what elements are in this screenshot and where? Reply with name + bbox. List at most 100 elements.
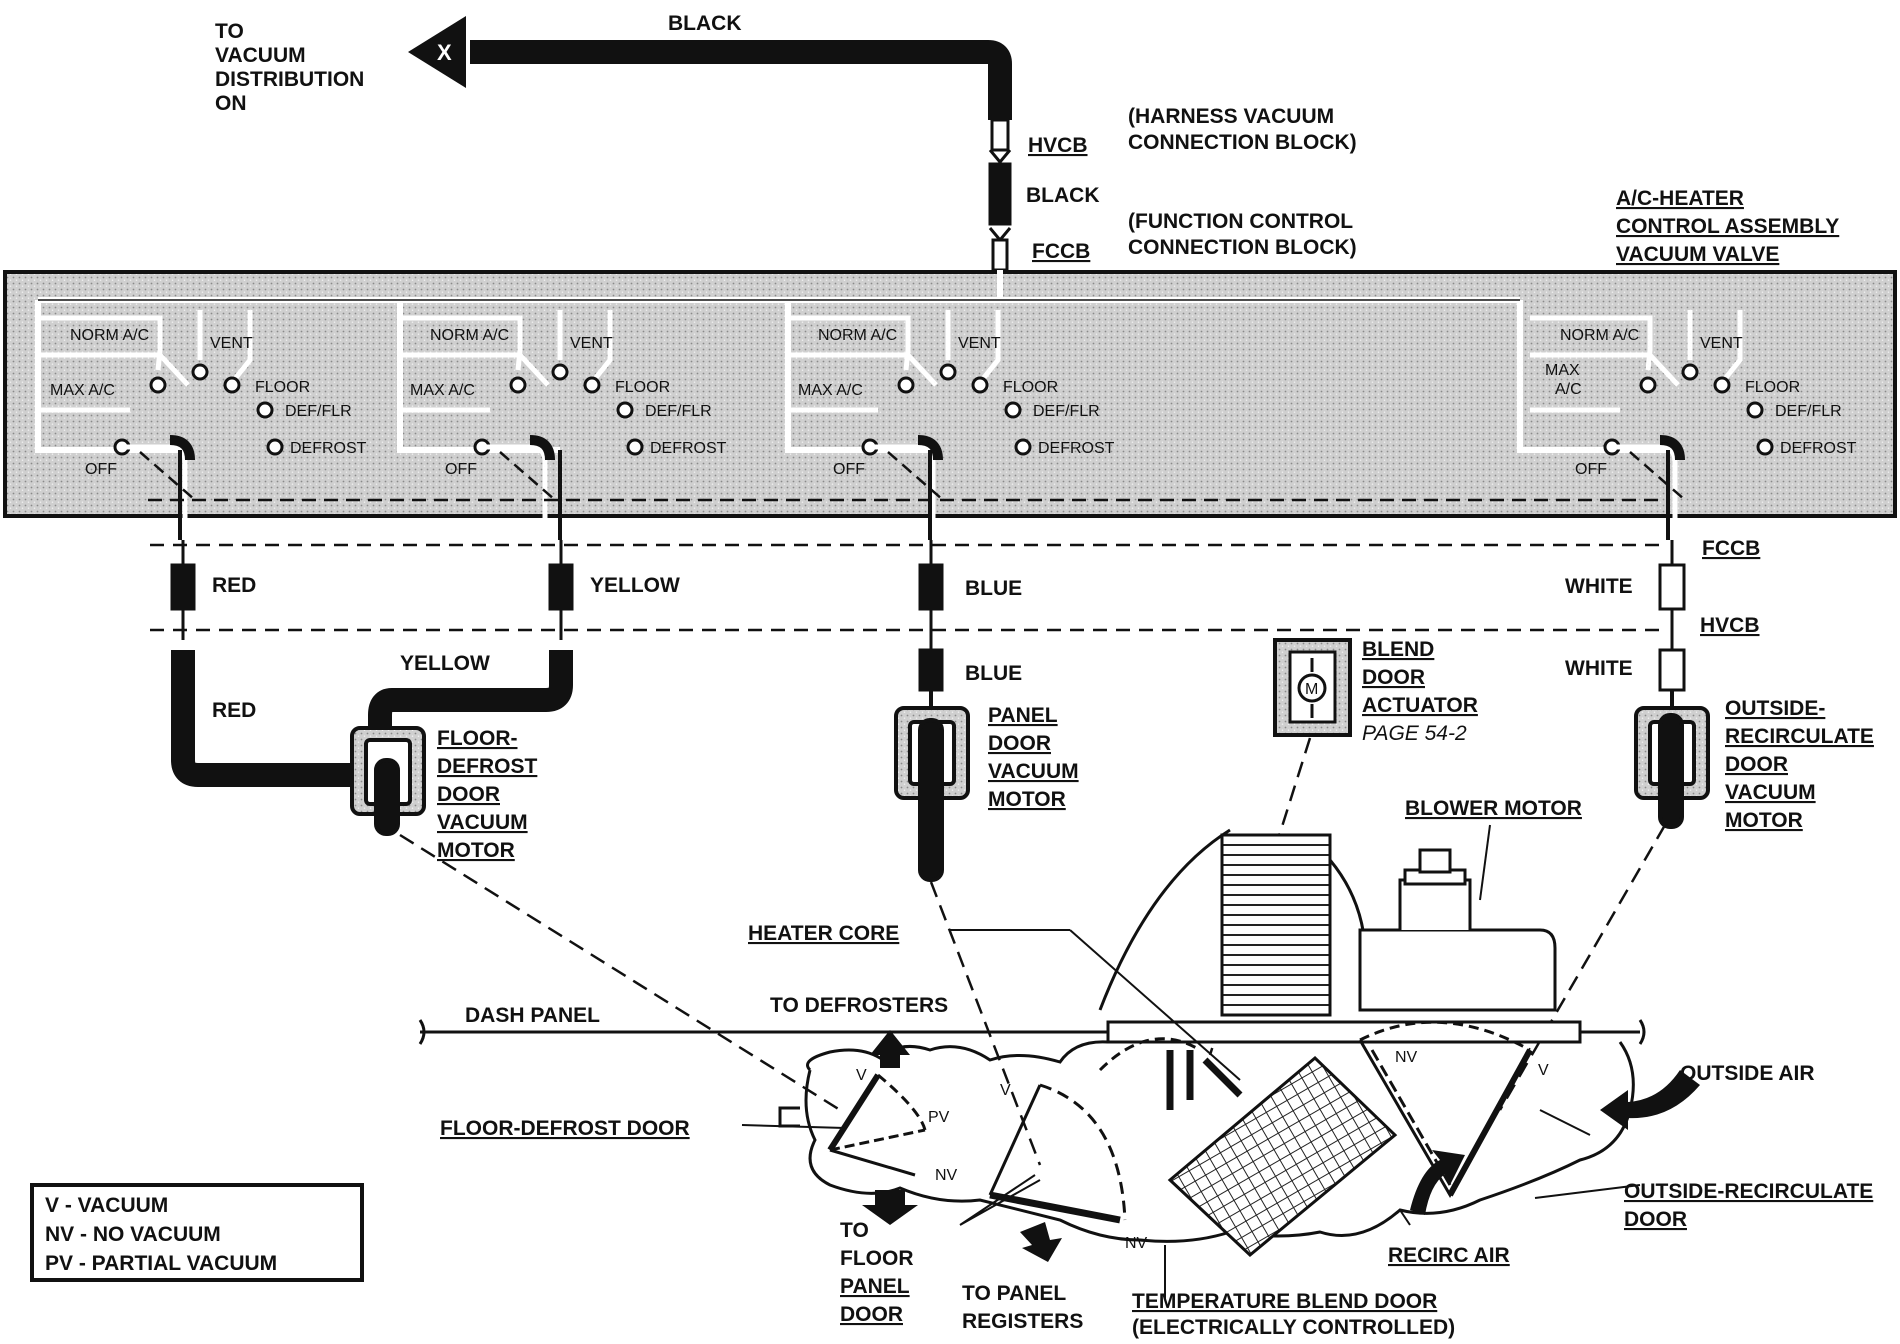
mark-nv1: NV — [935, 1167, 958, 1184]
outside-recirc-motor-label-3: VACUUM — [1725, 781, 1816, 804]
yellow-label-top: YELLOW — [590, 574, 680, 597]
temp-blend-label: TEMPERATURE BLEND DOOR — [1132, 1290, 1437, 1313]
defrost-label-0: DEFROST — [290, 440, 367, 457]
vent-label-3: VENT — [1700, 335, 1743, 352]
fccb-desc-1: CONNECTION BLOCK) — [1128, 236, 1357, 259]
floor-label-0: FLOOR — [255, 379, 310, 396]
actuator-m-mark: M — [1305, 681, 1318, 698]
mark-v1: V — [856, 1067, 867, 1084]
vent-label-2: VENT — [958, 335, 1001, 352]
defflr-label-0: DEF/FLR — [285, 403, 352, 420]
norm-ac-label-1: NORM A/C — [430, 327, 509, 344]
outside-air-label: OUTSIDE AIR — [1680, 1062, 1815, 1085]
defrost-label-2: DEFROST — [1038, 440, 1115, 457]
panel-motor-label-2: VACUUM — [988, 760, 1079, 783]
red-hose — [171, 650, 360, 787]
panel-motor-label-3: MOTOR — [988, 788, 1066, 811]
blue-label-top: BLUE — [965, 577, 1022, 600]
blue-label-bottom: BLUE — [965, 662, 1022, 685]
legend-line-1: NV - NO VACUUM — [45, 1223, 221, 1246]
recirc-air-label: RECIRC AIR — [1388, 1244, 1510, 1267]
assembly-label-0: A/C-HEATER — [1616, 187, 1744, 210]
floor-defrost-door-label: FLOOR-DEFROST DOOR — [440, 1117, 690, 1140]
floor-defrost-door — [827, 1073, 927, 1177]
hvac-housing — [418, 828, 1646, 1243]
blend-actuator-label-2: ACTUATOR — [1362, 694, 1478, 717]
off-label-3: OFF — [1575, 461, 1607, 478]
defrost-label-1: DEFROST — [650, 440, 727, 457]
off-label-0: OFF — [85, 461, 117, 478]
yellow-label-bottom: YELLOW — [400, 652, 490, 675]
black-hose-label-mid: BLACK — [1026, 184, 1100, 207]
assembly-label-2: VACUUM VALVE — [1616, 243, 1779, 266]
to-defrosters-label: TO DEFROSTERS — [770, 994, 948, 1017]
outside-recirculate-door — [1358, 1020, 1533, 1199]
floor-defrost-motor-label-0: FLOOR- — [437, 727, 517, 750]
floor-defrost-motor-label-1: DEFROST — [437, 755, 538, 778]
floor-defrost-motor-label-3: VACUUM — [437, 811, 528, 834]
vent-label-0: VENT — [210, 335, 253, 352]
to-vacuum-label-2: DISTRIBUTION — [215, 68, 364, 91]
blend-actuator-label-0: BLEND — [1362, 638, 1434, 661]
labels: TOVACUUMDISTRIBUTIONONBLACKHVCB(HARNESS … — [45, 12, 1874, 1339]
outside-recirc-motor-label-1: RECIRCULATE — [1725, 725, 1874, 748]
max-ac-label-0: MAX A/C — [50, 382, 115, 399]
fccb-desc-0: (FUNCTION CONTROL — [1128, 210, 1353, 233]
black-hose-top — [470, 40, 1012, 120]
panel-door-vacuum-motor — [894, 690, 970, 882]
red-label-bottom: RED — [212, 699, 256, 722]
valve-group-0 — [40, 310, 284, 540]
legend-box — [30, 1183, 364, 1282]
hvcb-label-top: HVCB — [1028, 134, 1088, 157]
legend-line-2: PV - PARTIAL VACUUM — [45, 1252, 277, 1275]
off-label-1: OFF — [445, 461, 477, 478]
legend-line-0: V - VACUUM — [45, 1194, 168, 1217]
outside-recirculate-vacuum-motor — [1634, 690, 1710, 829]
floor-label-3: FLOOR — [1745, 379, 1800, 396]
dash-panel-label: DASH PANEL — [465, 1004, 600, 1027]
max-label-3: MAX — [1545, 362, 1580, 379]
white-label-top: WHITE — [1565, 575, 1633, 598]
outside-recirc-motor-label-4: MOTOR — [1725, 809, 1803, 832]
to-vacuum-label-0: TO — [215, 20, 244, 43]
to-vacuum-label-3: ON — [215, 92, 247, 115]
heater-core — [1098, 1037, 1398, 1257]
black-hose-label-top: BLACK — [668, 12, 742, 35]
outside-recirc-motor-label-2: DOOR — [1725, 753, 1788, 776]
yellow-hose — [368, 650, 573, 740]
mark-pv: PV — [928, 1109, 950, 1126]
white-label-bottom: WHITE — [1565, 657, 1633, 680]
panel-door-label-1: DOOR — [840, 1303, 903, 1326]
to-floor-label-0: TO — [840, 1219, 869, 1242]
floor-defrost-motor-label-4: MOTOR — [437, 839, 515, 862]
defflr-label-3: DEF/FLR — [1775, 403, 1842, 420]
fccb-label-right: FCCB — [1702, 537, 1760, 560]
floor-defrost-vacuum-motor — [350, 726, 426, 836]
vacuum-arrow-head — [408, 16, 466, 88]
defflr-label-1: DEF/FLR — [645, 403, 712, 420]
max-ac-label-3: A/C — [1555, 381, 1582, 398]
norm-ac-label-3: NORM A/C — [1560, 327, 1639, 344]
outside-recirc-door-label-0: OUTSIDE-RECIRCULATE — [1624, 1180, 1873, 1203]
blend-page-ref: PAGE 54-2 — [1362, 722, 1467, 745]
norm-ac-label-2: NORM A/C — [818, 327, 897, 344]
vent-label-1: VENT — [570, 335, 613, 352]
hose-connectors — [170, 540, 1686, 692]
valve-group-3 — [1530, 310, 1774, 540]
panel-motor-label-1: DOOR — [988, 732, 1051, 755]
valve-group-1 — [400, 310, 644, 540]
assembly-label-1: CONTROL ASSEMBLY — [1616, 215, 1839, 238]
arrow-x-mark: X — [437, 40, 452, 65]
outside-recirc-door-label-1: DOOR — [1624, 1208, 1687, 1231]
to-panel-label-1: REGISTERS — [962, 1310, 1083, 1333]
max-ac-label-1: MAX A/C — [410, 382, 475, 399]
hvcb-label-right: HVCB — [1700, 614, 1760, 637]
mark-nv2: NV — [1125, 1235, 1148, 1252]
blower-motor-label: BLOWER MOTOR — [1405, 797, 1582, 820]
hvcb-desc-1: CONNECTION BLOCK) — [1128, 131, 1357, 154]
outside-recirc-motor-label-0: OUTSIDE- — [1725, 697, 1825, 720]
blend-door-actuator-box — [1273, 638, 1352, 737]
panel-door-label-0: PANEL — [840, 1275, 910, 1298]
